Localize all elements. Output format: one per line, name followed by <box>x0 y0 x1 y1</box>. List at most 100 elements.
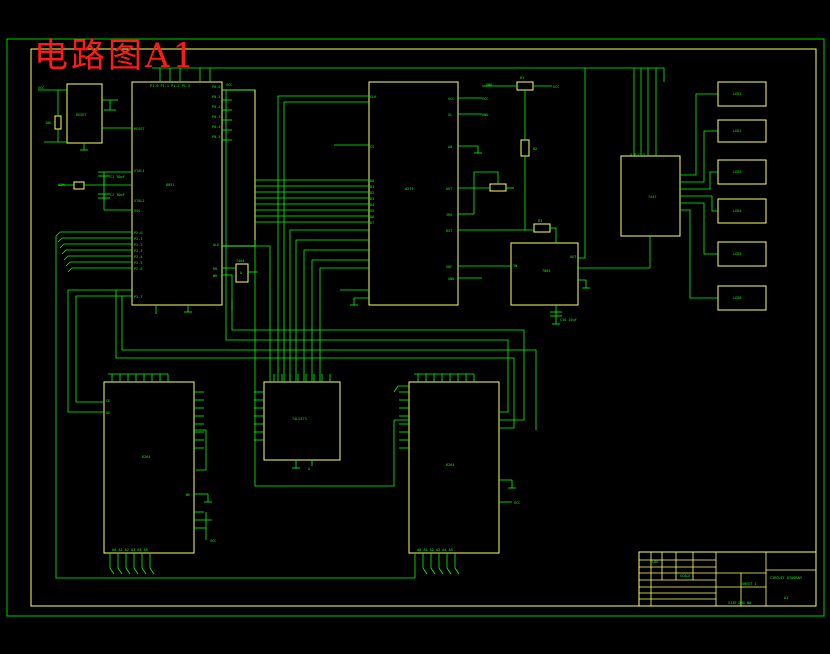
svg-text:74LS373: 74LS373 <box>292 417 307 421</box>
svg-text:C2 30pF: C2 30pF <box>110 193 125 197</box>
svg-text:10K: 10K <box>45 121 52 125</box>
svg-text:A1: A1 <box>784 596 788 600</box>
svg-text:OUT: OUT <box>570 255 577 259</box>
display-module-2 <box>717 119 767 143</box>
display-module-5 <box>717 241 767 267</box>
display-module-1 <box>717 81 767 107</box>
svg-text:ALE: ALE <box>213 243 219 247</box>
decoder-chip <box>368 81 459 306</box>
svg-text:P0.5: P0.5 <box>212 135 220 139</box>
svg-text:RST: RST <box>446 229 453 233</box>
reset-circuit-block <box>66 83 103 144</box>
svg-text:OUT: OUT <box>446 187 453 191</box>
resistor-mid <box>489 183 507 192</box>
drawing-border <box>6 38 825 617</box>
svg-text:P0.4: P0.4 <box>212 125 220 129</box>
svg-text:8279: 8279 <box>405 187 413 191</box>
svg-text:GND: GND <box>486 83 492 87</box>
mcu-chip <box>131 81 223 306</box>
svg-text:D5: D5 <box>370 209 374 213</box>
svg-text:IN: IN <box>513 264 517 268</box>
svg-text:D6: D6 <box>370 215 374 219</box>
svg-text:12M: 12M <box>58 183 64 187</box>
svg-text:SCALE: SCALE <box>680 574 691 578</box>
svg-text:7404: 7404 <box>236 259 244 263</box>
svg-text:RD: RD <box>213 267 217 271</box>
svg-text:P1.0 P1.1 P1.2 P1.3: P1.0 P1.1 P1.2 P1.3 <box>150 84 190 88</box>
ram-chip-right <box>408 381 500 554</box>
svg-text:VCC: VCC <box>553 85 559 89</box>
buffer-chip-center <box>263 381 341 461</box>
crystal <box>73 181 85 190</box>
svg-text:XTAL2: XTAL2 <box>134 199 145 203</box>
svg-text:7805: 7805 <box>542 269 550 273</box>
svg-text:R2: R2 <box>533 147 537 151</box>
inner-frame <box>30 48 817 607</box>
resistor-vertical <box>520 139 530 157</box>
svg-text:LED6: LED6 <box>733 296 741 300</box>
regulator-chip <box>510 242 579 306</box>
svg-text:D1: D1 <box>370 185 374 189</box>
svg-text:C1 30pF: C1 30pF <box>110 175 125 179</box>
svg-text:VCC: VCC <box>448 97 454 101</box>
wiring <box>38 67 718 579</box>
svg-text:LED4: LED4 <box>733 209 741 213</box>
pin-label-marks: P1.0 P1.1 P1.2 P1.3 P0.0 P0.1 P0.2 P0.3 … <box>38 76 802 605</box>
svg-text:P2.0: P2.0 <box>134 231 142 235</box>
svg-text:P2.1: P2.1 <box>134 237 142 241</box>
svg-text:&: & <box>240 271 243 275</box>
svg-text:R1: R1 <box>520 76 524 80</box>
svg-text:CE: CE <box>106 399 110 403</box>
svg-text:A B C D: A B C D <box>630 153 645 157</box>
svg-text:OE: OE <box>106 411 110 415</box>
svg-text:LED3: LED3 <box>733 170 741 174</box>
svg-text:G: G <box>308 467 310 471</box>
gate-small <box>235 263 249 283</box>
svg-text:D3: D3 <box>370 197 374 201</box>
svg-text:A0 A1 A2 A3 A4 A5: A0 A1 A2 A3 A4 A5 <box>417 548 453 552</box>
resistor-top <box>516 81 534 91</box>
svg-text:GND: GND <box>482 113 488 117</box>
svg-text:6264: 6264 <box>446 463 454 467</box>
svg-text:CS: CS <box>370 145 374 149</box>
svg-text:P0.1: P0.1 <box>212 95 220 99</box>
svg-text:7447: 7447 <box>648 195 656 199</box>
display-module-3 <box>717 159 767 185</box>
svg-text:IRQ: IRQ <box>446 213 452 217</box>
svg-text:D0: D0 <box>370 179 374 183</box>
svg-text:RESET: RESET <box>76 113 87 117</box>
outer-border <box>6 38 825 617</box>
svg-text:VCC: VCC <box>38 86 44 90</box>
svg-text:A0: A0 <box>448 145 452 149</box>
svg-text:GND: GND <box>448 277 454 281</box>
svg-text:D7: D7 <box>370 221 374 225</box>
resistor-right <box>533 223 551 233</box>
svg-text:VSS: VSS <box>134 209 140 213</box>
svg-text:P3.7: P3.7 <box>134 295 142 299</box>
svg-text:SIZE DWG NO: SIZE DWG NO <box>728 601 751 605</box>
svg-text:LOG: LOG <box>652 560 658 564</box>
svg-text:D4: D4 <box>370 203 374 207</box>
svg-text:R3: R3 <box>538 219 542 223</box>
svg-text:CLK: CLK <box>370 95 377 99</box>
svg-text:VCC: VCC <box>210 539 216 543</box>
svg-text:SHEET 1: SHEET 1 <box>742 582 757 586</box>
svg-text:WE: WE <box>186 493 190 497</box>
svg-text:P2.4: P2.4 <box>134 255 142 259</box>
svg-text:A0 A1 A2 A3 A4 A5: A0 A1 A2 A3 A4 A5 <box>112 548 148 552</box>
svg-text:RESET: RESET <box>134 127 145 131</box>
svg-text:SL: SL <box>448 113 452 117</box>
svg-text:C10 10uF: C10 10uF <box>560 318 577 322</box>
svg-text:6264: 6264 <box>142 455 150 459</box>
component-outlines <box>54 81 817 607</box>
svg-text:WR: WR <box>213 274 218 278</box>
svg-text:CIRCUIT DIAGRAM: CIRCUIT DIAGRAM <box>770 576 802 580</box>
svg-text:VCC: VCC <box>226 83 232 87</box>
drawing-title: 电路图A1 <box>34 36 198 76</box>
title-block-grid <box>639 552 816 606</box>
svg-text:P2.5: P2.5 <box>134 261 142 265</box>
svg-text:VCC: VCC <box>482 97 488 101</box>
display-module-4 <box>717 198 767 224</box>
ram-chip-left <box>103 381 195 554</box>
